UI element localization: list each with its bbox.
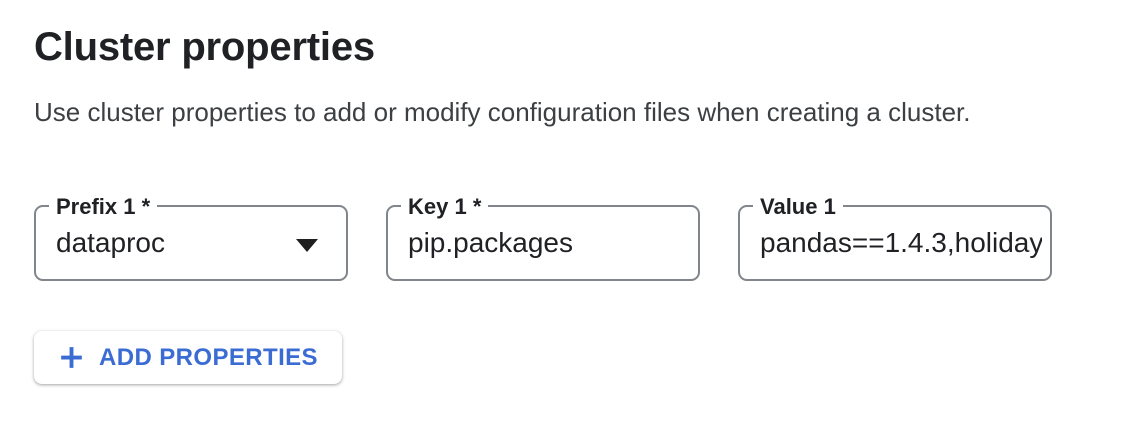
plus-icon <box>56 342 87 373</box>
add-properties-button[interactable]: ADD PROPERTIES <box>34 331 342 384</box>
page-description: Use cluster properties to add or modify … <box>34 97 971 127</box>
page-title: Cluster properties <box>34 25 375 69</box>
prefix-select[interactable]: Prefix 1 * dataproc <box>34 193 348 281</box>
value-label: Value 1 <box>753 193 843 220</box>
prefix-label: Prefix 1 * <box>49 193 158 220</box>
add-properties-label: ADD PROPERTIES <box>99 343 318 371</box>
key-label: Key 1 * <box>401 193 489 220</box>
cluster-property-row: Prefix 1 * dataproc Key 1 * Value 1 <box>34 193 1088 281</box>
key-field: Key 1 * <box>386 193 700 281</box>
dropdown-arrow-icon <box>296 239 318 252</box>
value-field: Value 1 <box>738 193 1052 281</box>
prefix-selected-value: dataproc <box>56 227 165 258</box>
